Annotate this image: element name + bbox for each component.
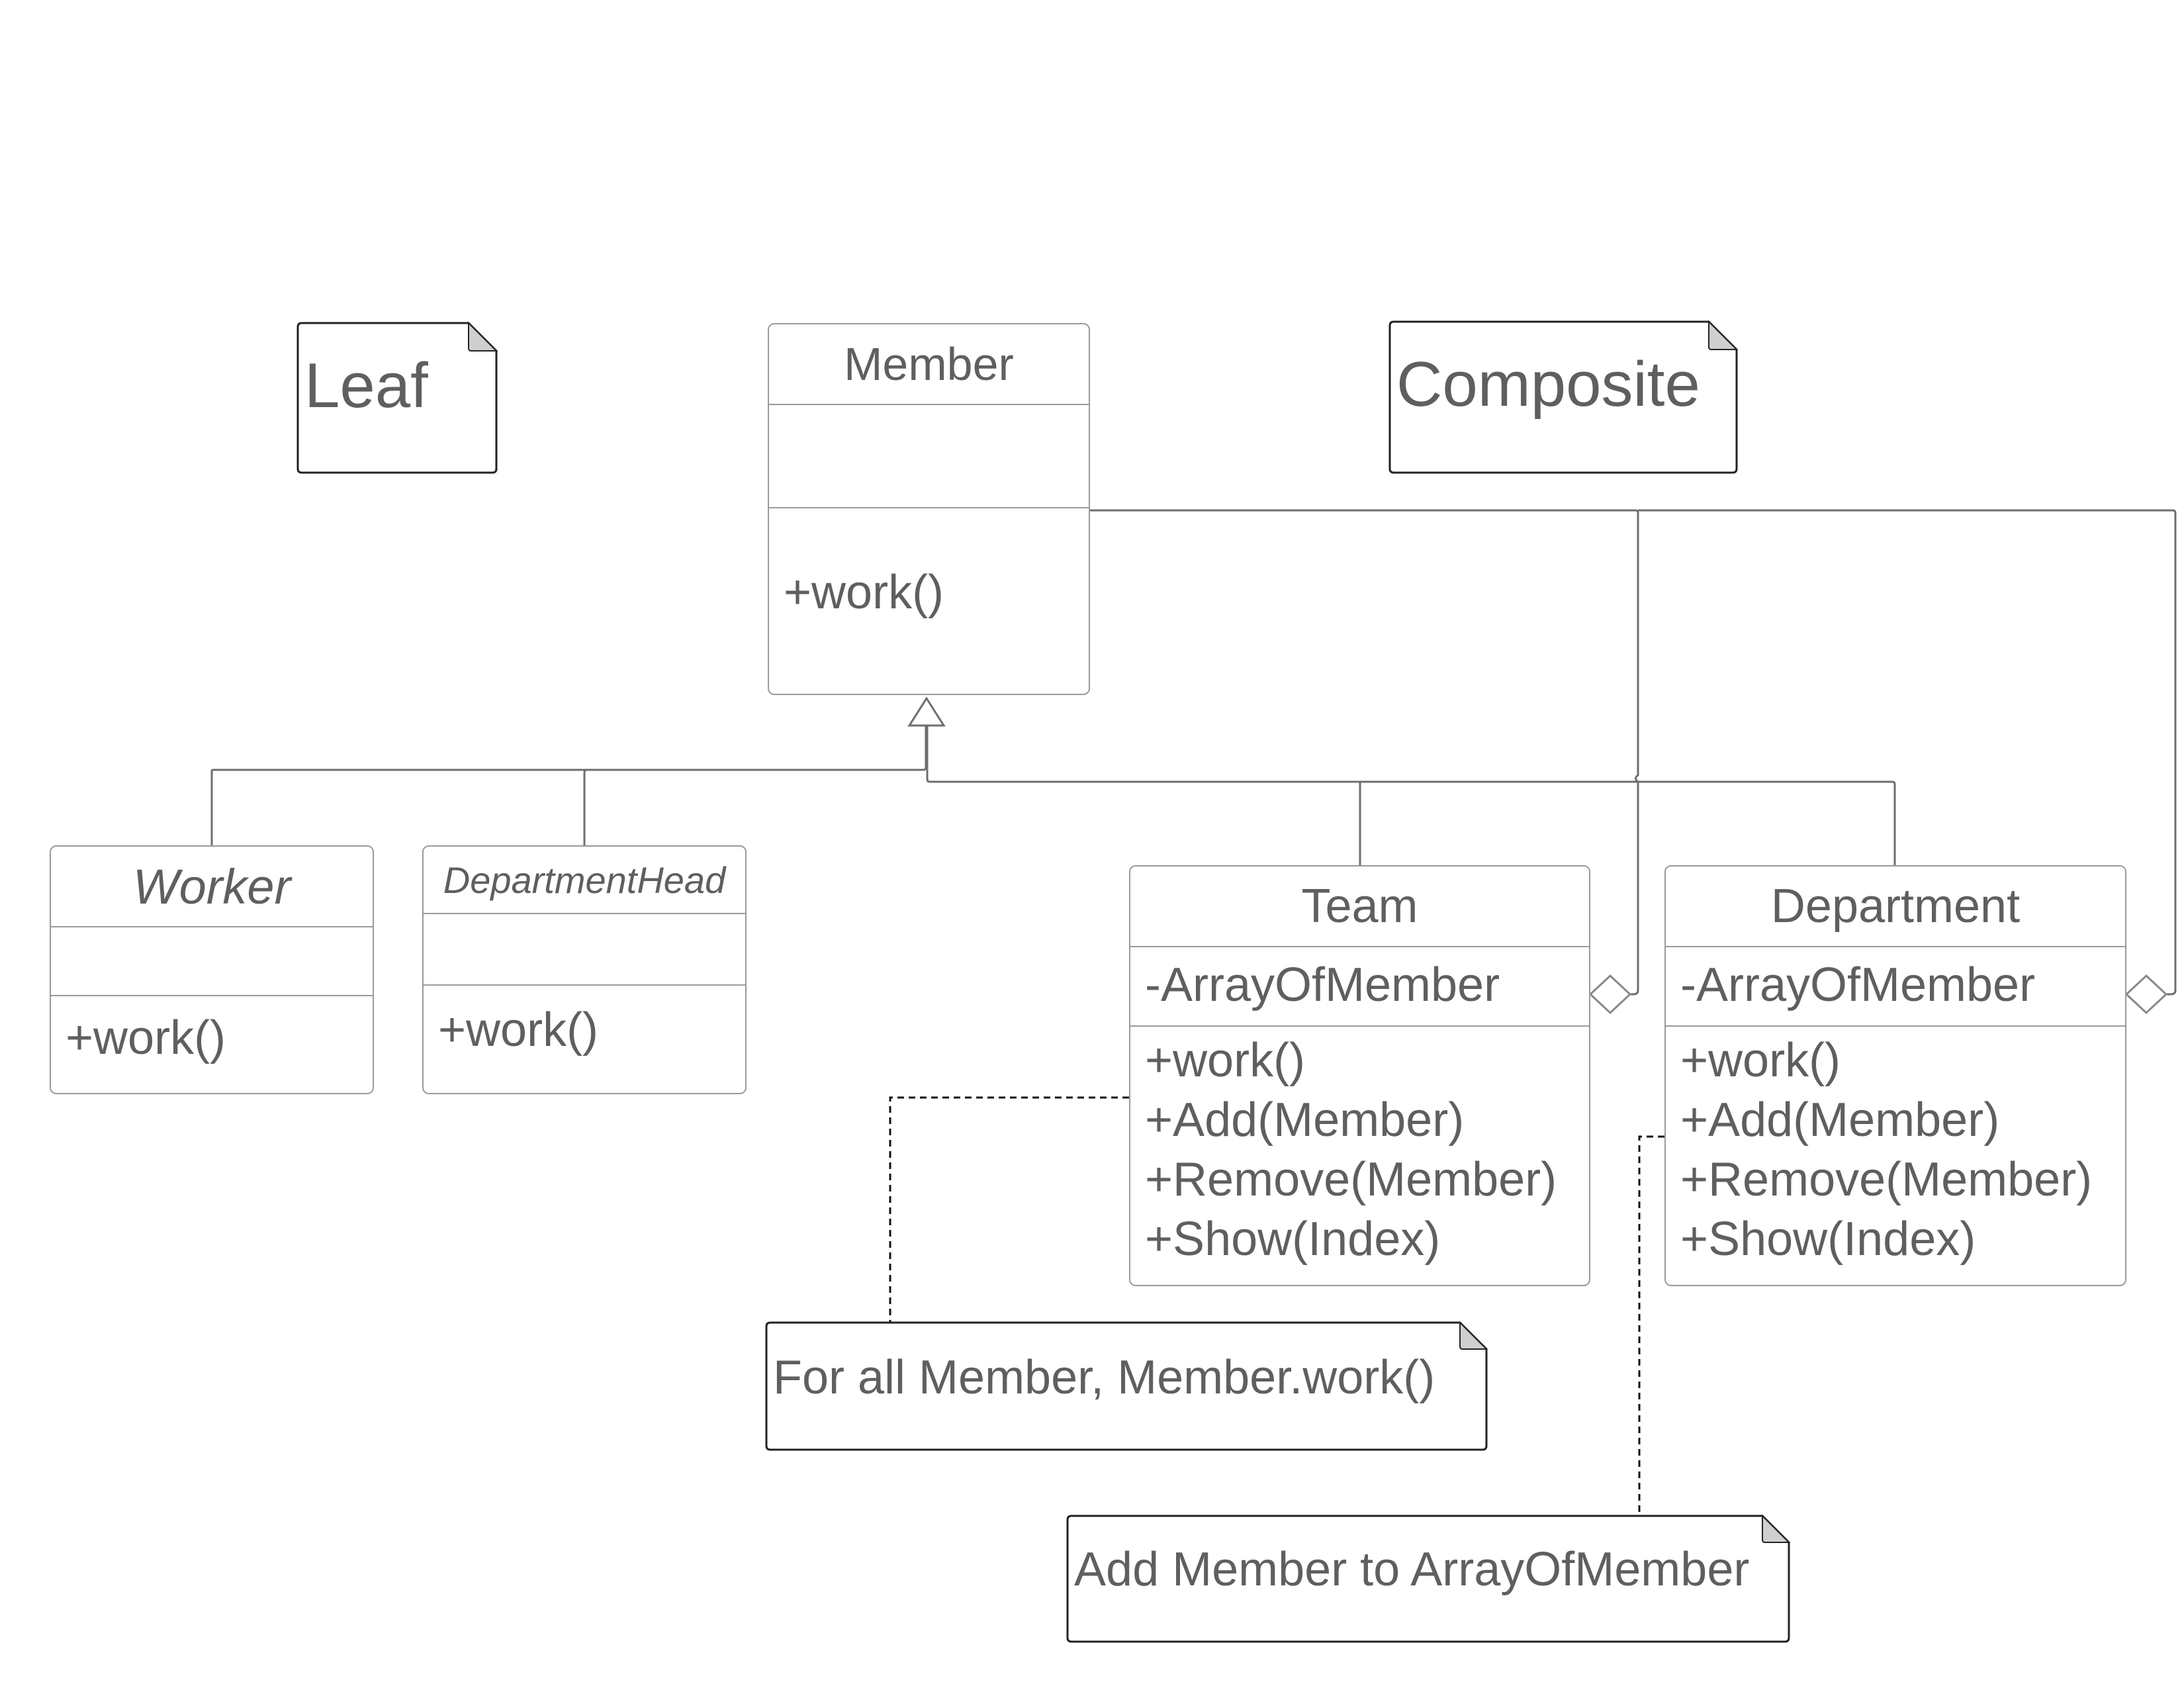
operation: +Remove(Member): [1680, 1153, 2093, 1206]
aggregation-department-to-member: [1638, 509, 2177, 996]
department-add-note-text: Add Member to ArrayOfMember: [1074, 1543, 1750, 1596]
aggregation-diamond-team: [1588, 974, 1632, 1015]
class-worker-attributes: [51, 926, 373, 995]
class-department-operations: +work() +Add(Member) +Remove(Member) +Sh…: [1666, 1025, 2125, 1285]
team-work-note: For all Member, Member.work(): [765, 1321, 1488, 1451]
note-shape: [296, 321, 498, 474]
class-member-name: Member: [844, 338, 1014, 390]
class-worker-operations: +work(): [51, 995, 373, 1093]
note-link-team-work: [889, 1096, 1129, 1323]
attribute: -ArrayOfMember: [1145, 959, 1500, 1011]
operation: +work(): [438, 1004, 599, 1056]
class-departmenthead-operations: +work(): [424, 984, 745, 1093]
operation: +Remove(Member): [1145, 1153, 1557, 1206]
generalization-department-to-member: [1360, 780, 1896, 865]
class-team-name: Team: [1301, 880, 1418, 933]
generalization-worker-to-member: [210, 726, 927, 845]
class-member-operations: +work(): [769, 507, 1089, 694]
leaf-note-text: Leaf: [304, 350, 428, 421]
generalization-arrowhead: [907, 696, 946, 727]
class-departmenthead-attributes: [424, 913, 745, 984]
class-member-attributes: [769, 404, 1089, 507]
department-add-note: Add Member to ArrayOfMember: [1066, 1514, 1791, 1643]
aggregation-diamond-department: [2124, 974, 2168, 1015]
class-worker-name: Worker: [132, 859, 291, 914]
class-team-attributes: -ArrayOfMember: [1130, 946, 1589, 1025]
aggregation-team-to-member: [1089, 509, 1639, 996]
leaf-note: Leaf: [296, 321, 498, 474]
operation: +work(): [1680, 1034, 1841, 1087]
class-department-name: Department: [1770, 880, 2021, 933]
class-member[interactable]: Member +work(): [768, 323, 1090, 695]
operation: +Show(Index): [1680, 1213, 1976, 1266]
class-departmenthead-name: DepartmentHead: [443, 859, 726, 901]
class-department-attributes: -ArrayOfMember: [1666, 946, 2125, 1025]
operation: +Add(Member): [1680, 1094, 2000, 1147]
operation: +Add(Member): [1145, 1094, 1465, 1147]
class-department[interactable]: Department -ArrayOfMember +work() +Add(M…: [1664, 865, 2126, 1286]
note-link-department-add: [1638, 1135, 1664, 1516]
class-team-operations: +work() +Add(Member) +Remove(Member) +Sh…: [1130, 1025, 1589, 1285]
generalization-departmenthead-to-member: [583, 769, 588, 845]
note-shape: [1388, 320, 1739, 474]
generalization-team-to-member: [926, 726, 1361, 865]
team-work-note-text: For all Member, Member.work(): [773, 1351, 1435, 1404]
operation: +Show(Index): [1145, 1213, 1441, 1266]
operation: +work(): [1145, 1034, 1306, 1087]
composite-note-text: Composite: [1396, 349, 1700, 420]
attribute: -ArrayOfMember: [1680, 959, 2036, 1011]
operation: +work(): [66, 1011, 226, 1064]
class-team[interactable]: Team -ArrayOfMember +work() +Add(Member)…: [1129, 865, 1590, 1286]
class-departmenthead[interactable]: DepartmentHead +work(): [422, 845, 747, 1094]
operation: +work(): [784, 566, 944, 619]
class-worker[interactable]: Worker +work(): [50, 845, 374, 1094]
composite-note: Composite: [1388, 320, 1739, 474]
note-shape: [765, 1321, 1488, 1451]
note-shape: [1066, 1514, 1791, 1643]
